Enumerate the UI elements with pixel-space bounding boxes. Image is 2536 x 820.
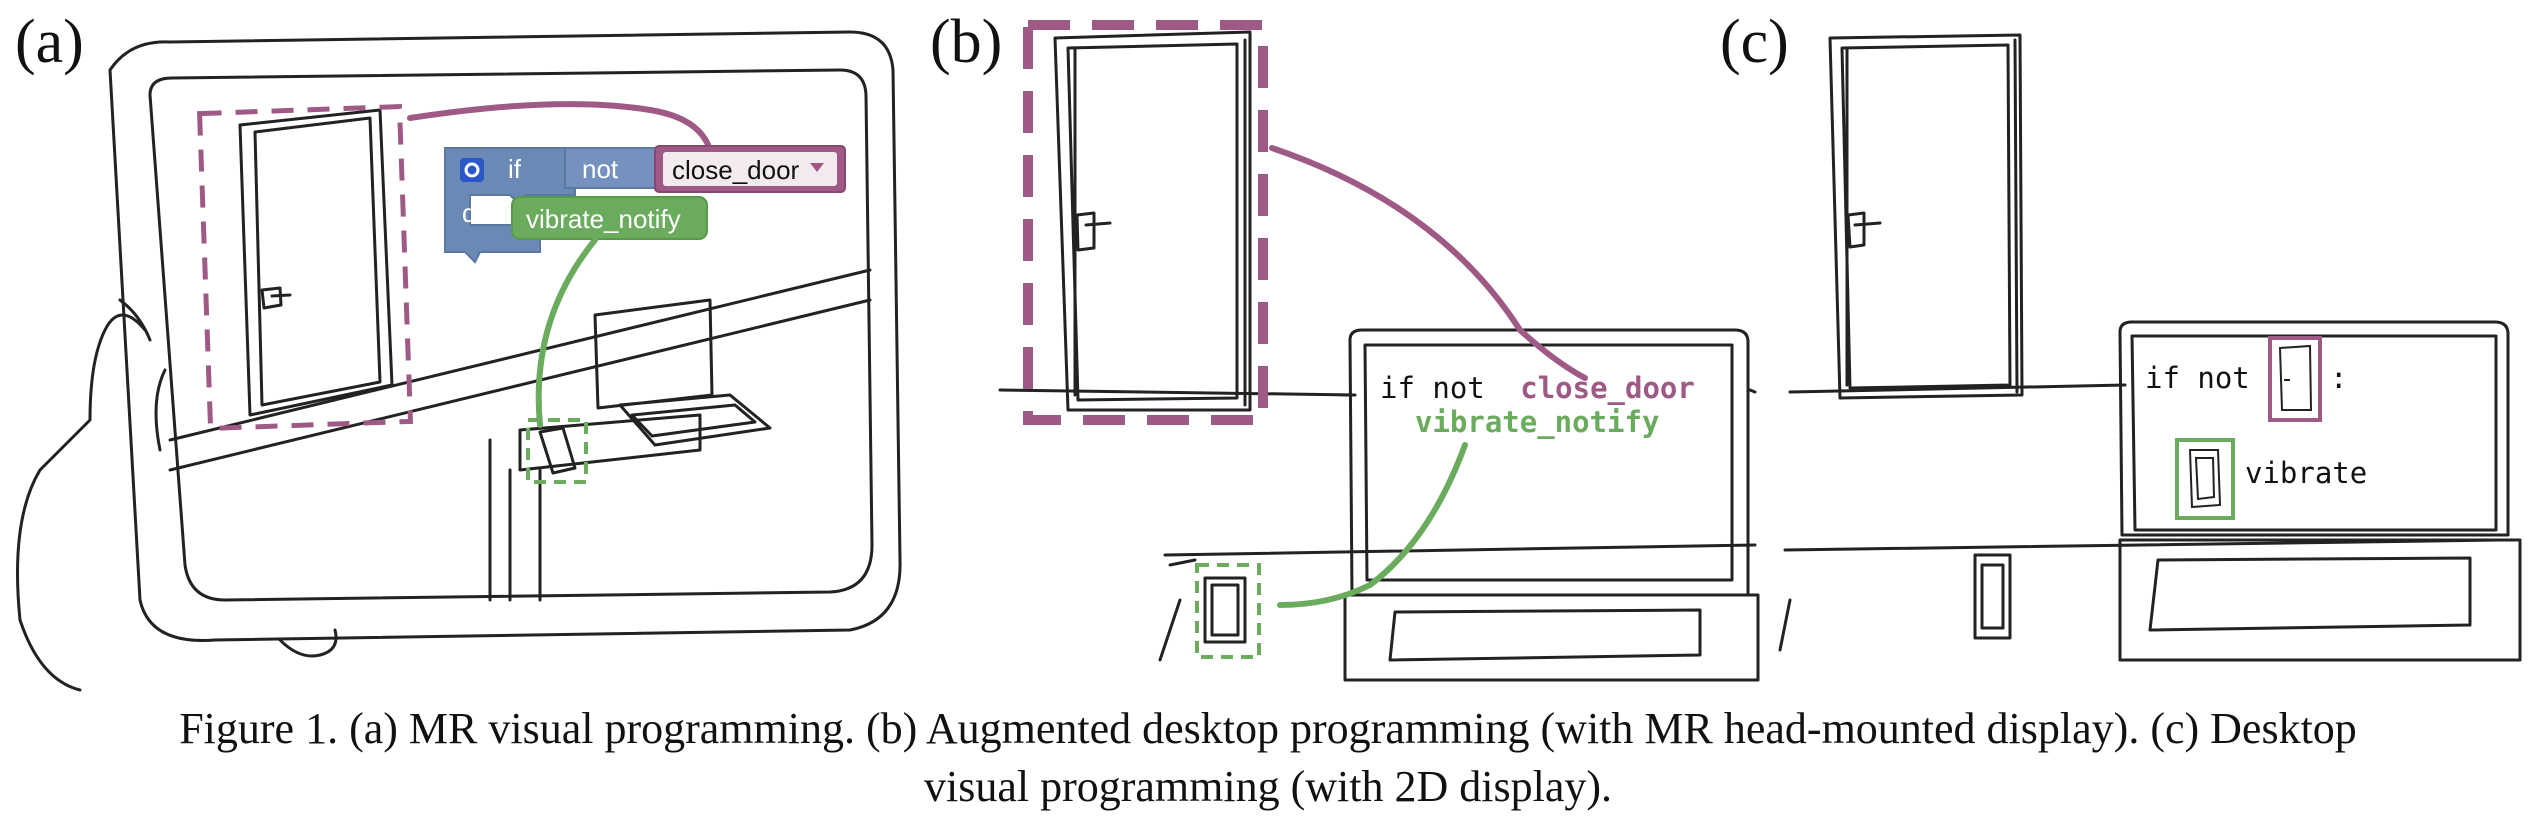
panel-b-label: (b): [930, 8, 1002, 76]
phone-highlight-box-b: [1195, 563, 1261, 659]
code-block-b: if not close_door vibrate_notify: [1380, 371, 1695, 439]
code-colon-c: :: [2330, 361, 2347, 395]
code-vibrate-notify-b: vibrate_notify: [1415, 405, 1659, 439]
settings-icon: [460, 158, 484, 182]
link-code-to-phone-b: [1277, 442, 1468, 608]
do-label: do: [462, 198, 491, 228]
link-door-to-code-b: [1269, 145, 1588, 381]
not-label: not: [582, 154, 619, 184]
panel-c-label: (c): [1720, 8, 1789, 76]
code-if-not-c: if not: [2145, 361, 2250, 395]
phone-c: [1973, 553, 2012, 640]
caption-line-2: visual programming (with 2D display).: [923, 762, 1612, 811]
door-icon: [2278, 344, 2313, 411]
door-b: [1053, 30, 1252, 412]
vibrate-notify-label: vibrate_notify: [526, 204, 681, 234]
svg-text:if not close_door: if not close_door: [1380, 371, 1695, 405]
tablet-outline: [108, 30, 902, 642]
code-if-not-b: if not: [1380, 371, 1485, 405]
phone-icon: [2188, 449, 2222, 509]
room-phone: [538, 426, 577, 475]
laptop-b: [1348, 328, 1750, 597]
panel-c: [1778, 33, 2522, 662]
keyboard-c: [2148, 556, 2472, 632]
code-vibrate-c: vibrate: [2245, 456, 2367, 490]
code-close-door-b: close_door: [1520, 371, 1695, 405]
caption-line-1: Figure 1. (a) MR visual programming. (b)…: [179, 704, 2357, 753]
door-icon-box-c: [2268, 336, 2322, 422]
dropdown-chevron-icon: [810, 163, 824, 172]
door-highlight-box-a: [196, 104, 414, 431]
room-laptop: [593, 298, 772, 447]
phone-icon-box-c: [2175, 438, 2235, 520]
phone-highlight-box-a: [526, 418, 588, 484]
vibrate-notify-block: [511, 196, 708, 240]
door-highlight-box-b: [1023, 20, 1268, 425]
phone-b: [1203, 576, 1247, 644]
link-block-to-phone-a: [535, 237, 598, 428]
if-label: if: [508, 154, 522, 184]
keyboard-b: [1388, 608, 1702, 662]
room-door: [238, 108, 394, 417]
panel-a: [16, 30, 902, 692]
tablet-screen: [148, 68, 874, 602]
hand-sketch: [16, 298, 167, 692]
laptop-c: [2118, 320, 2510, 537]
figure-caption: Figure 1. (a) MR visual programming. (b)…: [0, 700, 2536, 816]
link-door-to-block-a: [407, 101, 713, 153]
panel-a-label: (a): [15, 8, 84, 76]
code-block-c: if not : vibrate: [2145, 336, 2367, 520]
block-program-a: if not do close_door vibrate_notify: [444, 145, 846, 264]
not-block: [564, 147, 656, 189]
door-c: [1828, 33, 2024, 400]
close-door-label: close_door: [672, 155, 800, 185]
panel-b: [998, 30, 1760, 682]
